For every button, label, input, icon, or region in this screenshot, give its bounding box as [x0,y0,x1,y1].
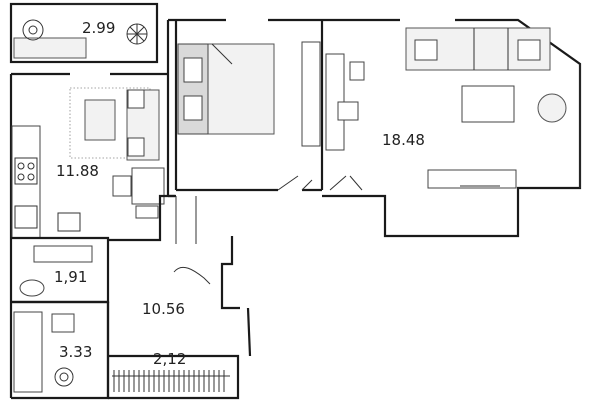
bedroom [168,18,324,192]
kitchen: 11.88 2.99 [9,19,175,239]
bathroom: 3.33 [11,300,110,400]
wardrobe-hangers [112,370,230,392]
room-area-hallway: 10.56 [142,300,185,318]
living-room: 18.48 [322,18,582,238]
balcony [9,2,159,64]
room-area-storage: 2,12 [153,350,186,368]
room-area-living: 18.48 [382,131,425,149]
room-area-balcony: 2.99 [82,19,115,37]
room-area-kitchen: 11.88 [56,162,99,180]
room-area-bathroom: 3.33 [59,343,92,361]
storage: 2,12 [108,350,240,400]
room-area-toilet: 1,91 [54,268,87,286]
hallway: 10.56 [106,194,252,398]
plant-icon [126,23,148,45]
